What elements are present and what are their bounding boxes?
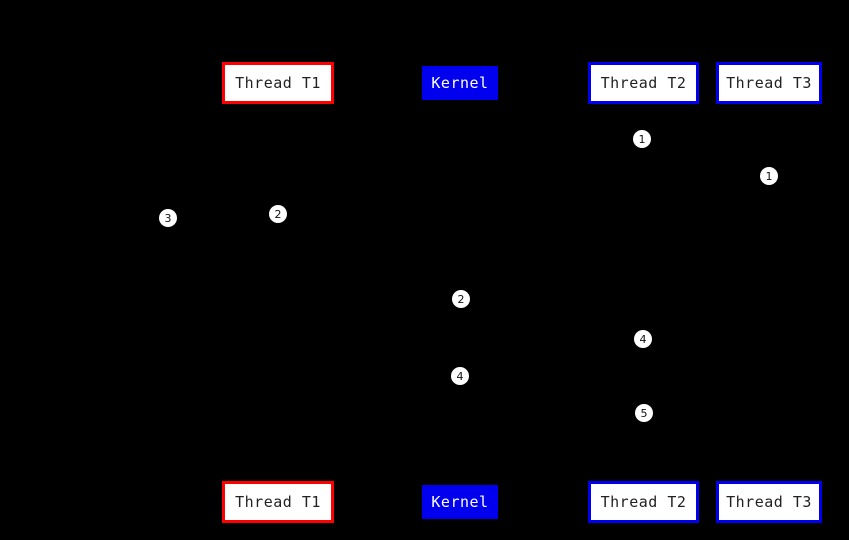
act-t2	[639, 104, 648, 481]
participant-box-t1b[interactable]: Thread T1	[222, 481, 334, 523]
participant-box-kernelb[interactable]: Kernel	[422, 485, 498, 519]
step-t1-2: 2	[269, 205, 287, 223]
participant-box-t3[interactable]: Thread T3	[716, 62, 822, 104]
participant-box-t3b[interactable]: Thread T3	[716, 481, 822, 523]
message-arrow	[278, 145, 643, 151]
step-kernel-2: 2	[452, 290, 470, 308]
message-arrow	[278, 221, 460, 227]
participant-box-t1[interactable]: Thread T1	[222, 62, 334, 104]
step-t2-4: 4	[634, 330, 652, 348]
message-arrow	[643, 420, 769, 426]
participant-box-kernel[interactable]: Kernel	[422, 66, 498, 100]
step-t2-5: 5	[635, 404, 653, 422]
message-arrow	[460, 306, 643, 312]
step-t1-3: 3	[159, 209, 177, 227]
lifeline-t1	[278, 104, 279, 481]
participant-box-t2[interactable]: Thread T2	[588, 62, 699, 104]
participant-label: Thread T3	[726, 492, 812, 511]
participant-label: Thread T1	[235, 492, 321, 511]
act-t3	[765, 104, 774, 481]
participant-label: Thread T2	[600, 73, 687, 92]
step-t2-1: 1	[633, 130, 651, 148]
message-arrow	[278, 183, 769, 189]
participant-label: Thread T1	[235, 73, 321, 92]
participant-label: Kernel	[431, 73, 489, 92]
step-kernel-4: 4	[451, 367, 469, 385]
message-arrow	[460, 382, 643, 388]
participant-label: Thread T3	[726, 73, 812, 92]
participant-box-t2b[interactable]: Thread T2	[588, 481, 699, 523]
step-t3-1: 1	[760, 167, 778, 185]
participant-label: Thread T2	[600, 492, 687, 511]
participant-label: Kernel	[431, 492, 489, 511]
